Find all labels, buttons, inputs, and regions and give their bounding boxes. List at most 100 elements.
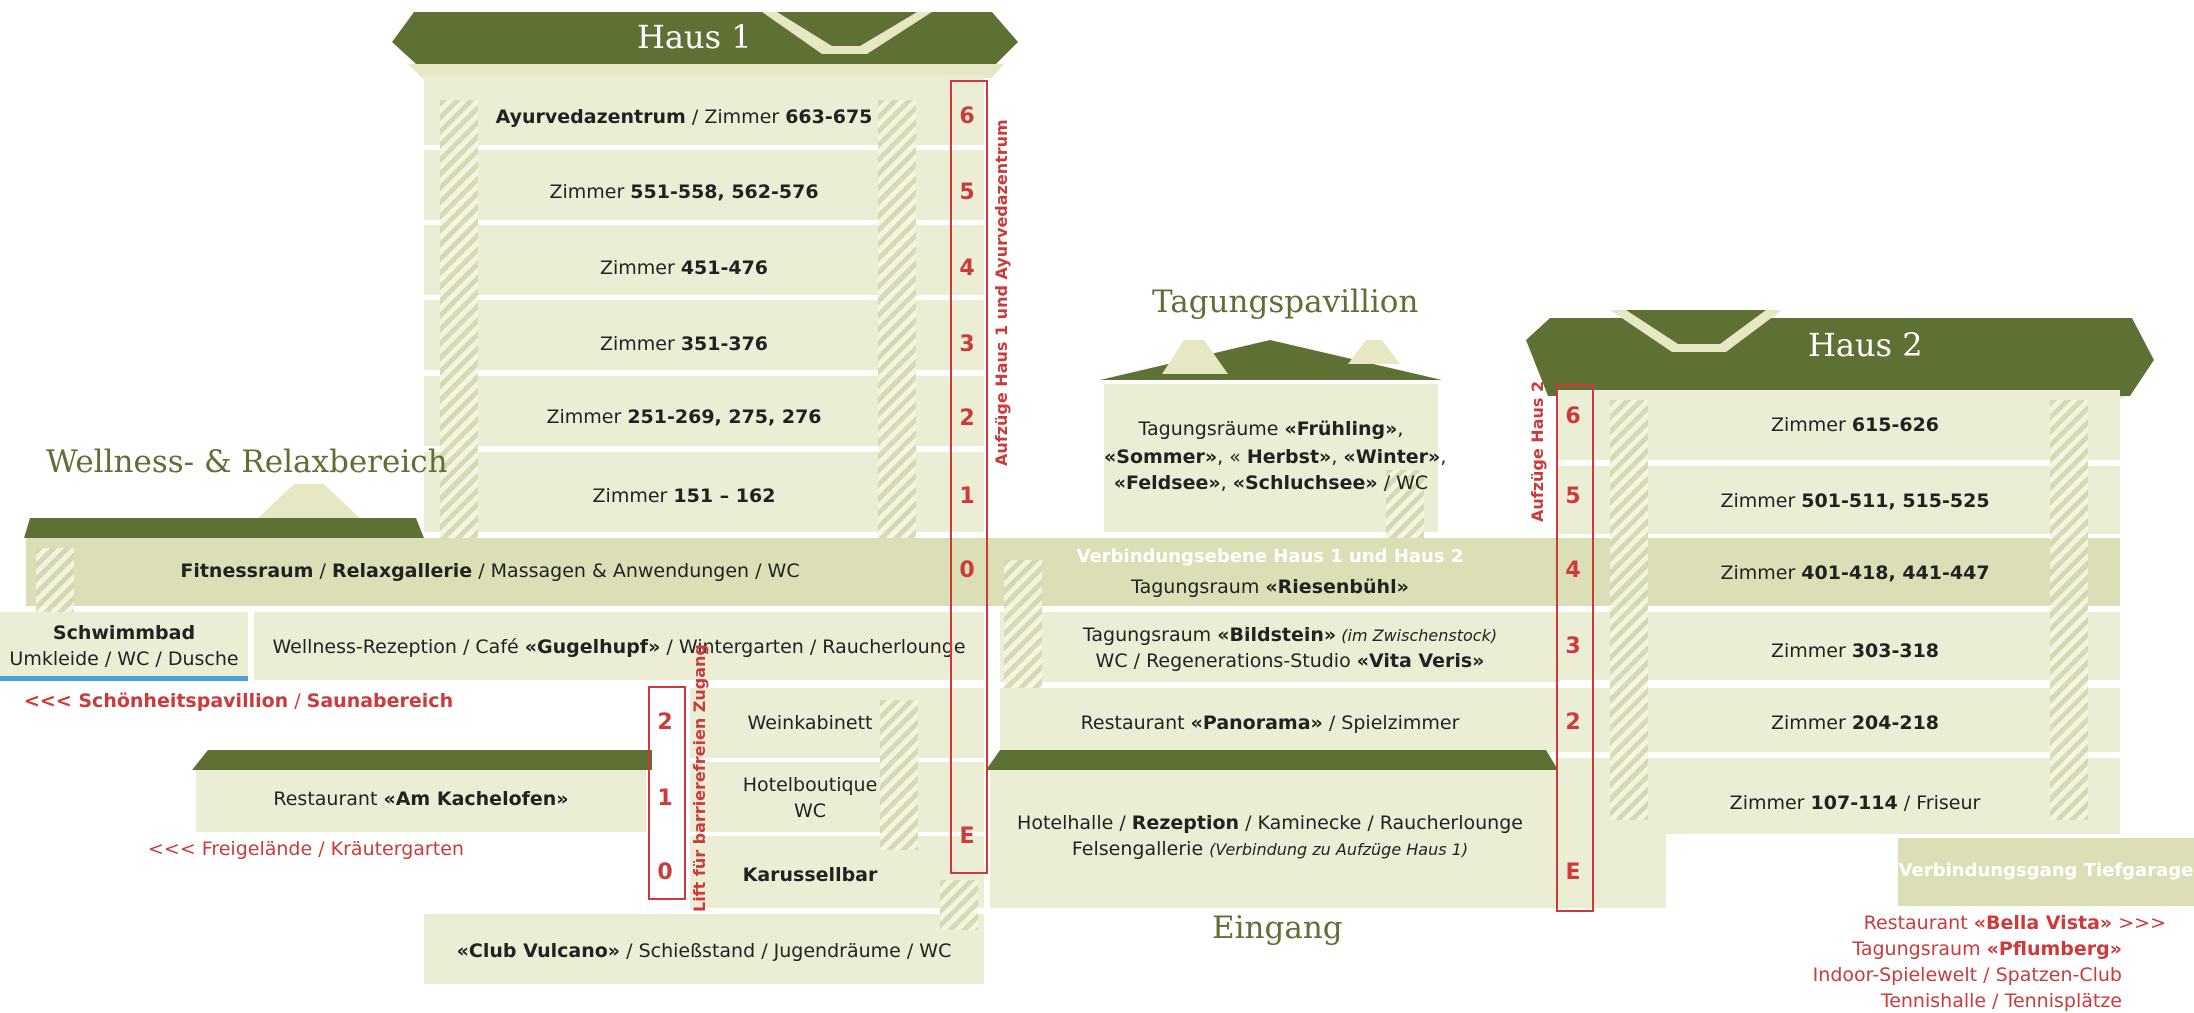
haus2-floor2-label: Zimmer 204-218 [1770,712,1940,734]
kachelofen-band [196,770,646,832]
club-stairs [940,880,978,930]
weinkabinett-band [690,688,984,758]
haus2-roof [1526,310,2154,410]
haus1-lift-e[interactable]: E [959,824,975,849]
wellness-roof [24,484,424,538]
haus2-floor-5 [1556,466,2120,534]
barrierefrei-lift-2[interactable]: 2 [657,710,673,735]
wellness-rezeption-band [254,612,984,680]
floor0-label: Fitnessraum / Relaxgallerie / Massagen &… [180,560,800,582]
vitaveris-label: WC / Regenerations-Studio «Vita Veris» [1095,650,1485,672]
schwimmbad-subtitle: Umkleide / WC / Dusche [9,648,239,670]
weinkabinett-stairs [880,700,918,850]
pavillion-band [1104,384,1438,532]
haus2-lift-shaft[interactable] [1556,384,1594,912]
haus2-floor1-label: Zimmer 107-114 / Friseur [1729,792,1981,814]
pavillion-line1: Tagungsräume «Frühling», [1138,418,1404,440]
haus1-lift-shaft[interactable] [950,80,988,874]
haus1-lift-0[interactable]: 0 [959,558,975,583]
haus2-lift-4[interactable]: 4 [1565,558,1581,583]
verbindungsebene-band [1000,538,2120,606]
spielewelt-link[interactable]: Indoor-Spielewelt / Spatzen-Club [1812,964,2122,986]
verbindungsebene-label: Verbindungsebene Haus 1 und Haus 2 [1076,546,1464,567]
pavillion-line3: «Feldsee», «Schluchsee» / WC [1113,472,1429,494]
pavillion-title: Tagungspavillion [1152,284,1419,320]
barrierefrei-lift-0[interactable]: 0 [657,860,673,885]
haus2-floor3-label: Zimmer 303-318 [1770,640,1940,662]
tiefgarage-band [1898,838,2194,906]
haus1-title: Haus 1 [637,18,752,56]
panorama-label: Restaurant «Panorama» / Spielzimmer [1080,712,1460,734]
haus1-lift-3[interactable]: 3 [959,332,975,357]
haus1-lift-4[interactable]: 4 [959,256,975,281]
hotelhalle-band [990,770,1666,908]
pavillion-line2: «Sommer», « Herbst», «Winter», [1104,446,1447,468]
riesenbuehl-label: Tagungsraum «Riesenbühl» [1131,576,1409,598]
haus2-stairs-left [1610,400,1648,820]
haus2-lift-label: Aufzüge Haus 2 [1528,380,1547,522]
wellness-title: Wellness- & Relaxbereich [46,444,448,480]
haus2-lift-6[interactable]: 6 [1565,404,1581,429]
haus2-floor6-label: Zimmer 615-626 [1770,414,1940,436]
haus2-floor-1 [1556,758,2120,834]
schwimmbad-band [0,612,248,676]
haus1-stairs-right [878,100,916,540]
haus2-floor4-label: Zimmer 401-418, 441-447 [1720,562,1990,584]
panorama-band [1000,688,1560,752]
haus1-lift-6[interactable]: 6 [959,104,975,129]
haus2-floor-2 [1556,688,2120,752]
haus2-lift-2[interactable]: 2 [1565,710,1581,735]
haus1-floor3-label: Zimmer 351-376 [599,333,769,355]
freigelaende-link[interactable]: <<< Freigelände / Kräutergarten [148,838,464,860]
haus2-floor-6 [1556,390,2120,460]
haus2-floor5-label: Zimmer 501-511, 515-525 [1720,490,1990,512]
barrierefrei-lift-1[interactable]: 1 [657,786,673,811]
hotelboutique-wc-label: WC [793,800,827,822]
haus1-floor2-label: Zimmer 251-269, 275, 276 [546,406,822,428]
haus1-stairs-left [440,100,478,540]
haus2-lift-e[interactable]: E [1565,860,1581,885]
mitte-stairs [1004,560,1042,700]
wellness-rezeption-label: Wellness-Rezeption / Café «Gugelhupf» / … [272,636,966,658]
bildstein-band [1000,612,1560,682]
tiefgarage-label: Verbindungsgang Tiefgarage [1898,860,2194,881]
tennis-link[interactable]: Tennishalle / Tennisplätze [1880,990,2122,1012]
kachelofen-label: Restaurant «Am Kachelofen» [273,788,569,810]
karussellbar-label: Karussellbar [742,864,878,886]
haus1-floor1-label: Zimmer 151 – 162 [592,485,776,507]
haus2-lift-5[interactable]: 5 [1565,484,1581,509]
haus1-lift-1[interactable]: 1 [959,484,975,509]
eingang-title: Eingang [1212,910,1343,946]
bildstein-label: Tagungsraum «Bildstein» (im Zwischenstoc… [1082,624,1498,646]
haus1-lift-label: Aufzüge Haus 1 und Ayurvedazentrum [992,119,1011,466]
schoenheit-link[interactable]: <<< Schönheitspavillion / Saunabereich [24,690,454,712]
pool-line [0,676,248,681]
schwimmbad-title: Schwimmbad [52,622,196,644]
haus1-lift-5[interactable]: 5 [959,180,975,205]
pavillion-roof [1100,340,1442,380]
barrierefrei-lift-label: Lift für barrierefreien Zugang [690,644,709,912]
barrierefrei-lift-shaft[interactable] [648,686,686,900]
pavillion-stairs [1386,470,1424,540]
haus1-floor5-label: Zimmer 551-558, 562-576 [549,181,819,203]
hotelhalle-roof [986,750,1558,770]
haus2-lift-3[interactable]: 3 [1565,634,1581,659]
hotelboutique-band [690,762,984,832]
club-vulcano-band [424,914,984,984]
haus2-floor-3 [1556,612,2120,680]
haus1-roof-shape [392,12,1018,78]
pflumberg-link[interactable]: Tagungsraum «Pflumberg» [1852,938,2122,960]
weinkabinett-label: Weinkabinett [747,712,873,734]
hotelhalle-label: Hotelhalle / Rezeption / Kaminecke / Rau… [1017,812,1523,834]
bella-vista-link[interactable]: Restaurant «Bella Vista» >>> [1863,912,2166,934]
hotelboutique-label: Hotelboutique [742,774,878,796]
haus1-floor4-label: Zimmer 451-476 [599,257,769,279]
floor0-band [26,538,1120,606]
haus2-title: Haus 2 [1808,326,1923,364]
karussellbar-band [690,836,984,908]
club-vulcano-label: «Club Vulcano» / Schießstand / Jugendräu… [456,940,952,962]
haus1-lift-2[interactable]: 2 [959,406,975,431]
kachelofen-roof [192,750,652,770]
felsengallerie-label: Felsengallerie (Verbindung zu Aufzüge Ha… [1071,838,1469,860]
haus2-stairs-right [2050,400,2088,820]
